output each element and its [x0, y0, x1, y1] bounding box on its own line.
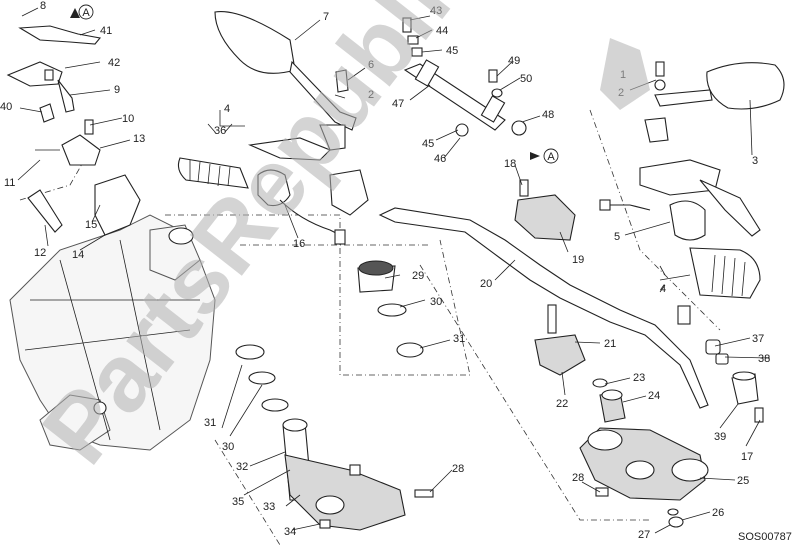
handlebar	[378, 179, 709, 409]
callout-45b: 45	[422, 138, 434, 150]
callout-28b: 28	[452, 463, 464, 475]
lower-steering-stem	[282, 418, 434, 531]
callout-37: 37	[752, 333, 764, 345]
callout-2: 2	[368, 89, 374, 101]
reference-marker-a-left: A	[82, 7, 90, 19]
gear-logo-icon	[600, 38, 650, 110]
callout-16: 16	[293, 238, 305, 250]
callout-50: 50	[520, 73, 532, 85]
callout-29: 29	[412, 270, 424, 282]
callout-4b: 4	[660, 283, 666, 295]
callout-30b: 30	[222, 441, 234, 453]
callout-30: 30	[430, 296, 442, 308]
callout-27: 27	[638, 529, 650, 541]
reference-marker-a-right: A	[547, 151, 555, 163]
drawing-code: SOS00787	[738, 531, 792, 543]
callout-49: 49	[508, 55, 520, 67]
callout-17: 17	[741, 451, 753, 463]
callout-9: 9	[114, 84, 120, 96]
callout-47: 47	[392, 98, 404, 110]
callout-8: 8	[40, 0, 46, 12]
callout-45: 45	[446, 45, 458, 57]
callout-13: 13	[133, 133, 145, 145]
right-mirror-and-controls	[599, 61, 785, 325]
callout-3: 3	[752, 155, 758, 167]
bar-end-parts	[705, 339, 764, 423]
callout-31b: 31	[204, 417, 216, 429]
callout-19: 19	[572, 254, 584, 266]
top-triple-clamp	[579, 427, 709, 528]
left-mirror	[214, 11, 357, 151]
callout-43: 43	[430, 5, 442, 17]
callout-39: 39	[714, 431, 726, 443]
reference-marker-left: A	[70, 4, 94, 20]
headstock-bearings	[235, 260, 424, 412]
callout-23: 23	[633, 372, 645, 384]
callout-10: 10	[122, 113, 134, 125]
callout-4: 4	[224, 103, 230, 115]
callout-38: 38	[758, 353, 770, 365]
callout-36: 36	[214, 125, 226, 137]
callout-42: 42	[108, 57, 120, 69]
callout-22: 22	[556, 398, 568, 410]
callout-5: 5	[614, 231, 620, 243]
callout-18: 18	[504, 158, 516, 170]
riser-clamps	[534, 304, 626, 423]
left-grip-and-switch	[177, 137, 369, 245]
callout-48: 48	[542, 109, 554, 121]
callout-12: 12	[34, 247, 46, 259]
callout-34: 34	[284, 526, 296, 538]
callout-35: 35	[232, 496, 244, 508]
callout-11: 11	[4, 177, 15, 189]
callout-31: 31	[453, 333, 465, 345]
callout-41: 41	[100, 25, 112, 37]
left-mirror-bracket-group	[6, 25, 141, 236]
callout-labels: 1 2 2 3 4 4 5 6 7 8 9 10 11 12 13 14 15 …	[0, 0, 770, 541]
callout-14: 14	[72, 249, 84, 261]
callout-6: 6	[368, 59, 374, 71]
callout-26: 26	[712, 507, 724, 519]
callout-20: 20	[480, 278, 492, 290]
callout-25: 25	[737, 475, 749, 487]
callout-32: 32	[236, 461, 248, 473]
callout-40: 40	[0, 101, 12, 113]
assembly-lines	[19, 109, 721, 545]
reference-marker-right: A	[530, 148, 559, 164]
frame-drawing	[9, 214, 216, 451]
callout-46: 46	[434, 153, 446, 165]
callout-7: 7	[323, 11, 329, 23]
callout-21: 21	[604, 338, 616, 350]
callout-15: 15	[85, 219, 97, 231]
callout-24: 24	[648, 390, 660, 402]
callout-44: 44	[436, 25, 448, 37]
callout-33: 33	[263, 501, 275, 513]
callout-28: 28	[572, 472, 584, 484]
